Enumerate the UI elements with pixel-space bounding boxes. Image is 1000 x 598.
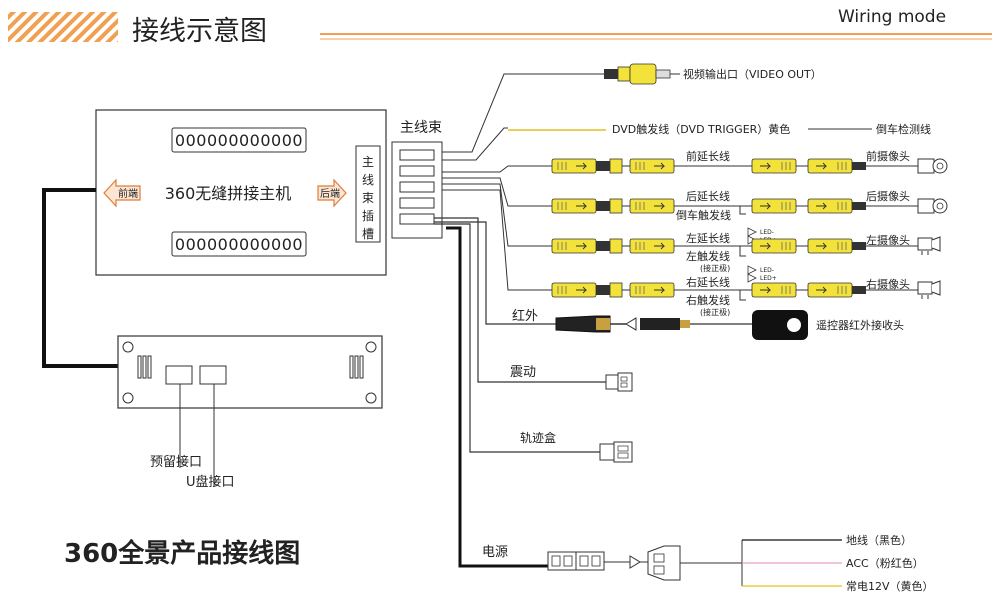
main-harness: 主线束	[391, 120, 443, 239]
ir-label: 红外	[512, 308, 538, 324]
ground-wire-label: 地线（黑色）	[846, 533, 912, 547]
ir-receiver-label: 遥控器红外接收头	[816, 318, 904, 332]
slot-char-4: 插	[362, 209, 374, 223]
panel-screws	[122, 341, 377, 404]
left-trigger-note: (接正极)	[700, 263, 730, 273]
harness-slot: 主 线 束 插 槽	[355, 145, 381, 243]
slot-char-3: 束	[362, 191, 374, 205]
reserved-port-label: 预留接口	[150, 454, 202, 470]
rear-ext-label: 后延长线	[686, 189, 730, 203]
right-led-plus: LED+	[760, 275, 777, 282]
acc-wire-label: ACC（粉红色）	[846, 556, 924, 570]
interface-panel: 预留接口 U盘接口	[117, 335, 383, 490]
host-name: 360无缝拼接主机	[165, 184, 292, 203]
left-trigger-label: 左触发线	[686, 249, 730, 263]
reserved-port	[165, 365, 193, 385]
right-camera-label: 右摄像头	[866, 277, 910, 291]
front-camera-icon	[917, 158, 948, 174]
host-panel-cable	[42, 188, 118, 368]
left-camera-icon	[917, 236, 941, 256]
harness-wires	[442, 73, 604, 291]
segment-bottom-text: 000000000000	[175, 235, 303, 254]
camera-row-left: 左延长线 左触发线 (接正极) LED- LED+ 左摄像头	[551, 227, 941, 273]
slot-char-2: 线	[362, 173, 374, 187]
reverse-detect-label: 倒车检测线	[876, 122, 931, 136]
track-box-connector: 轨迹盒	[520, 430, 633, 463]
rear-camera-icon	[917, 198, 948, 214]
page-title: 接线示意图	[132, 16, 267, 47]
wiring-mode-label: Wiring mode	[838, 7, 946, 27]
slot-char-5: 槽	[362, 227, 374, 241]
power-connector-assembly: 电源 地线（黑色） ACC（粉红色） 常电12V（黄色）	[482, 533, 934, 593]
footer-title: 360全景产品接线图	[64, 538, 300, 569]
power-cable	[446, 226, 548, 568]
vibration-connector: 震动	[510, 365, 633, 392]
right-trigger-label: 右触发线	[686, 293, 730, 307]
rear-camera-label: 后摄像头	[866, 189, 910, 203]
camera-row-right: 右延长线 右触发线 (接正极) LED- LED+ 右摄像头	[551, 265, 941, 317]
panel-box	[117, 335, 383, 409]
segment-display-top: 000000000000	[171, 127, 307, 153]
segment-top-text: 000000000000	[175, 131, 303, 150]
left-camera-label: 左摄像头	[866, 233, 910, 247]
camera-row-front: 前延长线 前摄像头	[551, 149, 948, 174]
harness-down-wires	[434, 217, 606, 453]
video-out-connector	[603, 63, 680, 85]
rear-arrow-icon: 后端	[317, 178, 347, 208]
right-led-icon: LED- LED+	[747, 265, 777, 283]
host-unit: 000000000000 000000000000 前端 360无缝拼接主机 后…	[95, 109, 387, 276]
dvd-trigger-label: DVD触发线（DVD TRIGGER）黄色	[612, 122, 790, 136]
right-led-minus: LED-	[760, 267, 774, 274]
ir-receiver-assembly: 红外 遥控器红外接收头	[512, 308, 904, 340]
front-arrow-icon: 前端	[103, 178, 141, 208]
header: 接线示意图 Wiring mode	[8, 7, 992, 47]
left-led-minus: LED-	[760, 229, 774, 236]
segment-display-bottom: 000000000000	[171, 231, 307, 257]
slot-char-1: 主	[362, 155, 374, 169]
camera-row-rear: 后延长线 倒车触发线 后摄像头	[551, 189, 948, 222]
front-label: 前端	[118, 187, 138, 200]
usb-port	[199, 365, 227, 385]
rear-label: 后端	[320, 187, 340, 200]
vibration-label: 震动	[510, 365, 536, 380]
right-trigger-note: (接正极)	[700, 307, 730, 317]
header-stripes	[8, 12, 118, 42]
panel-vents	[137, 355, 364, 379]
reverse-trigger-label: 倒车触发线	[676, 208, 731, 222]
right-camera-icon	[917, 280, 941, 300]
right-ext-label: 右延长线	[686, 275, 730, 289]
video-out-label: 视频输出口（VIDEO OUT）	[683, 67, 822, 81]
front-camera-label: 前摄像头	[866, 149, 910, 163]
constant-12v-label: 常电12V（黄色）	[846, 579, 934, 593]
front-ext-label: 前延长线	[686, 149, 730, 163]
harness-label: 主线束	[400, 120, 442, 136]
left-ext-label: 左延长线	[686, 231, 730, 245]
power-label: 电源	[482, 545, 508, 560]
track-box-label: 轨迹盒	[520, 430, 556, 445]
usb-port-label: U盘接口	[186, 474, 235, 490]
